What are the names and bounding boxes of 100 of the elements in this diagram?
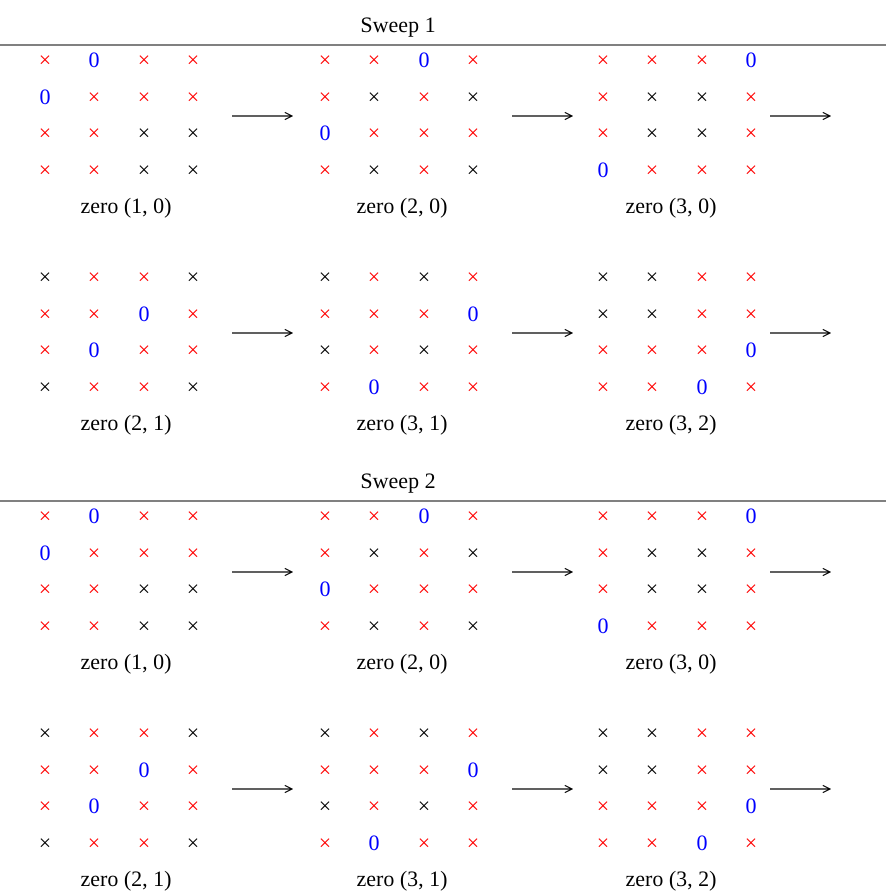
matrix-caption: zero (2, 1) (80, 413, 172, 433)
matrix-entry: × (38, 576, 52, 602)
matrix-entry: × (38, 157, 52, 183)
matrix-entry: × (596, 84, 610, 110)
matrix-entry: 0 (418, 503, 430, 529)
matrix-entry: × (186, 576, 200, 602)
matrix-caption: zero (3, 2) (626, 869, 716, 889)
matrix-entry: × (744, 540, 758, 566)
matrix-entry: × (88, 264, 100, 290)
matrix-entry: × (38, 47, 52, 73)
matrix-entry: × (646, 264, 658, 290)
matrix-entry: 0 (746, 503, 756, 529)
matrix-entry: × (596, 830, 610, 856)
matrix-entry: × (186, 793, 200, 819)
matrix-entry: × (596, 337, 610, 363)
matrix-entry: × (138, 720, 150, 746)
matrix-entry: × (696, 84, 708, 110)
matrix-entry: × (138, 120, 150, 146)
matrix-entry: × (646, 830, 658, 856)
matrix-entry: × (368, 120, 380, 146)
matrix-entry: × (88, 374, 100, 400)
matrix-entry: × (368, 793, 380, 819)
matrix-entry: 0 (696, 830, 708, 856)
matrix-entry: × (646, 757, 658, 783)
matrix-entry: × (744, 720, 758, 746)
matrix-entry: × (466, 613, 480, 639)
matrix-entry: × (696, 120, 708, 146)
matrix-entry: × (696, 301, 708, 327)
arrow (512, 784, 573, 794)
matrix-entry: × (646, 720, 658, 746)
matrix-entry: 0 (598, 157, 608, 183)
matrix-entry: × (88, 301, 100, 327)
matrix-entry: × (466, 374, 480, 400)
matrix-caption: zero (2, 0) (356, 196, 448, 216)
matrix-entry: × (418, 120, 430, 146)
matrix-entry: 0 (40, 84, 50, 110)
matrix-caption: zero (2, 1) (80, 869, 172, 889)
matrix-entry: × (744, 84, 758, 110)
matrix-entry: × (596, 47, 610, 73)
matrix-entry: × (466, 157, 480, 183)
matrix-entry: × (646, 540, 658, 566)
matrix-entry: × (38, 720, 52, 746)
matrix-entry: × (186, 157, 200, 183)
matrix-entry: × (138, 374, 150, 400)
matrix-entry: × (418, 337, 430, 363)
matrix-entry: × (696, 503, 708, 529)
matrix-entry: × (368, 757, 380, 783)
matrix-entry: × (38, 793, 52, 819)
arrow (770, 784, 831, 794)
matrix-entry: × (368, 264, 380, 290)
matrix-entry: × (646, 120, 658, 146)
matrix-entry: 0 (696, 374, 708, 400)
matrix-entry: × (138, 793, 150, 819)
matrix-caption: zero (3, 0) (626, 652, 716, 672)
matrix-entry: × (744, 830, 758, 856)
matrix-entry: × (368, 613, 380, 639)
matrix-entry: × (38, 301, 52, 327)
matrix-entry: × (418, 830, 430, 856)
matrix-entry: 0 (40, 540, 50, 566)
matrix-entry: × (696, 264, 708, 290)
matrix-entry: × (38, 830, 52, 856)
matrix-entry: × (318, 157, 332, 183)
matrix-entry: × (88, 84, 100, 110)
matrix-entry: × (744, 264, 758, 290)
matrix-entry: × (744, 757, 758, 783)
matrix-entry: × (368, 540, 380, 566)
matrix-entry: × (466, 540, 480, 566)
arrow (512, 112, 573, 120)
matrix-entry: × (318, 503, 332, 529)
matrix-caption: zero (1, 0) (80, 652, 172, 672)
matrix-entry: × (186, 374, 200, 400)
matrix-entry: × (646, 301, 658, 327)
matrix-entry: × (596, 793, 610, 819)
matrix-entry: × (596, 301, 610, 327)
sweep-heading: Sweep 1 (360, 12, 436, 38)
matrix-entry: × (596, 503, 610, 529)
matrix-entry: × (138, 47, 150, 73)
matrix-entry: × (646, 793, 658, 819)
matrix-entry: × (138, 830, 150, 856)
matrix-entry: × (318, 301, 332, 327)
matrix-entry: 0 (418, 47, 430, 73)
matrix-entry: × (466, 120, 480, 146)
matrix-entry: × (466, 576, 480, 602)
matrix-entry: × (38, 503, 52, 529)
matrix-entry: × (418, 793, 430, 819)
matrix-entry: × (368, 720, 380, 746)
matrix-entry: × (466, 47, 480, 73)
matrix-entry: 0 (138, 301, 150, 327)
matrix-entry: × (186, 613, 200, 639)
matrix-entry: × (466, 503, 480, 529)
matrix-entry: × (318, 337, 332, 363)
matrix-entry: × (596, 120, 610, 146)
matrix-entry: 0 (368, 830, 380, 856)
arrow (512, 568, 573, 576)
matrix-entry: × (744, 120, 758, 146)
matrix-entry: × (318, 793, 332, 819)
matrix-entry: × (696, 337, 708, 363)
matrix-entry: × (368, 47, 380, 73)
matrix-entry: 0 (88, 337, 100, 363)
matrix-entry: × (138, 503, 150, 529)
